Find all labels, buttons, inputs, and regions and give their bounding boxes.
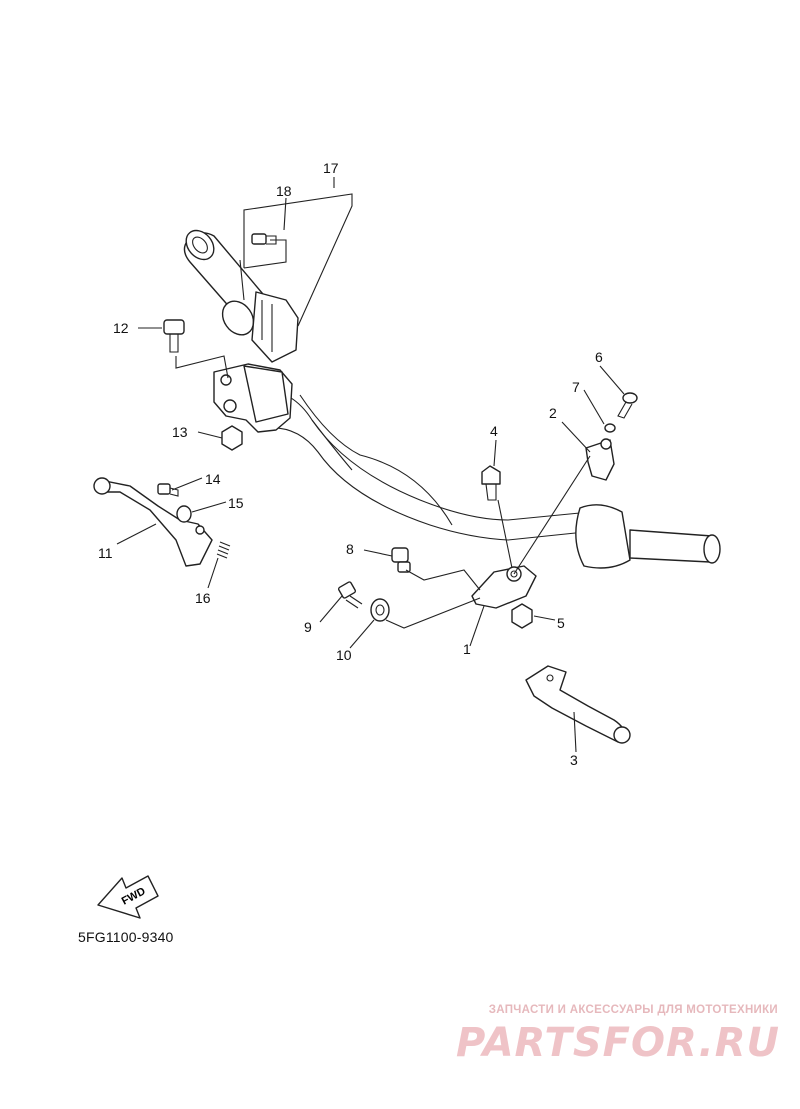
callout-8: 8 xyxy=(346,541,354,557)
callout-16: 16 xyxy=(195,590,211,606)
callout-13: 13 xyxy=(172,424,188,440)
nut-5 xyxy=(511,603,533,629)
callout-18: 18 xyxy=(276,183,292,199)
washer-7 xyxy=(604,423,616,433)
left-grip xyxy=(183,229,299,363)
clamp xyxy=(585,438,615,481)
callout-6: 6 xyxy=(595,349,603,365)
assembly-lines xyxy=(175,239,591,629)
leader-lines xyxy=(116,177,625,753)
handlebar xyxy=(257,389,591,541)
left-lever xyxy=(93,477,213,567)
callout-2: 2 xyxy=(549,405,557,421)
bolt-18 xyxy=(251,233,277,245)
bolt-4 xyxy=(481,465,501,501)
nut-10 xyxy=(370,598,390,622)
callout-15: 15 xyxy=(228,495,244,511)
callout-7: 7 xyxy=(572,379,580,395)
lever-bracket xyxy=(471,565,537,609)
clutch-holder xyxy=(213,363,293,433)
callout-12: 12 xyxy=(113,320,129,336)
callout-3: 3 xyxy=(570,752,578,768)
pivot-8 xyxy=(391,547,411,573)
callout-14: 14 xyxy=(205,471,221,487)
watermark-subtitle: ЗАПЧАСТИ И АКСЕССУАРЫ ДЛЯ МОТОТЕХНИКИ xyxy=(488,1004,778,1016)
bolt-14 xyxy=(157,483,179,497)
callout-4: 4 xyxy=(490,423,498,439)
callout-10: 10 xyxy=(336,647,352,663)
callout-9: 9 xyxy=(304,619,312,635)
bolt-9 xyxy=(337,581,363,609)
drawing-code: 5FG1100-9340 xyxy=(78,929,174,945)
spring-16 xyxy=(216,541,231,559)
nut-15 xyxy=(176,505,192,523)
forward-arrow: FWD xyxy=(97,875,159,919)
watermark-brand: PARTSFOR.RU xyxy=(455,1020,780,1066)
nut-13 xyxy=(221,425,243,451)
callout-17: 17 xyxy=(323,160,339,176)
callout-11: 11 xyxy=(98,545,113,561)
right-grip xyxy=(575,504,721,569)
bolt-12 xyxy=(163,319,185,353)
screw-6 xyxy=(617,392,638,419)
callout-1: 1 xyxy=(463,641,471,657)
right-lever xyxy=(525,665,631,744)
callout-5: 5 xyxy=(557,615,565,631)
